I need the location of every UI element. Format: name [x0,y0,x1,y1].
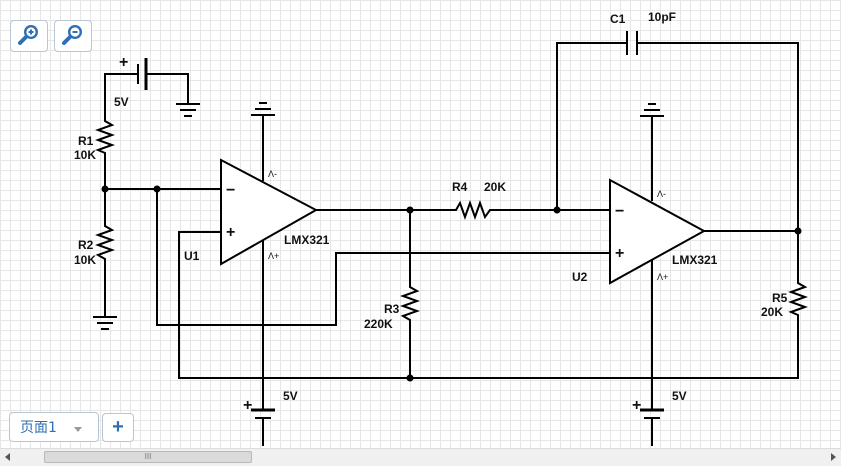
battery-top-voltage: 5V [114,95,129,109]
scroll-right-icon[interactable] [831,453,836,461]
resistor-r3[interactable] [400,283,420,323]
add-page-button[interactable]: + [102,413,134,442]
r2-name: R2 [78,238,94,252]
page-tab-label: 页面1 [20,420,57,436]
r2-value: 10K [74,253,96,267]
junction-u1-minus [153,185,161,193]
u1-part: LMX321 [284,233,330,247]
u2-minus-sign: − [615,203,624,220]
battery-u1[interactable]: + [243,397,275,446]
battery-u2-plus: + [632,397,641,414]
u2-pin-vneg: Λ- [657,189,666,199]
u2-part: LMX321 [672,253,718,267]
u1-name: U1 [184,249,200,263]
chevron-down-icon[interactable] [74,427,82,432]
zoom-out-button[interactable] [54,20,92,52]
zoom-out-icon [61,22,85,51]
scrollbar-thumb[interactable]: III [44,451,252,463]
opamp-u2[interactable]: − + [609,178,707,285]
u1-plus-sign: + [226,224,235,241]
ground-u1 [251,102,275,116]
u2-pin-vpos: Λ+ [657,272,668,282]
u1-pin-vneg: Λ- [268,169,277,179]
u1-pin-vpos: Λ+ [268,251,279,261]
r5-name: R5 [772,291,788,305]
battery-u1-voltage: 5V [283,389,298,403]
opamp-u1[interactable]: − + [220,158,319,266]
r4-name: R4 [452,180,468,194]
battery-top[interactable]: + [104,54,189,118]
r3-name: R3 [384,302,400,316]
resistor-r4[interactable] [452,200,495,220]
page-tab[interactable]: 页面1 [9,412,99,442]
resistor-r5[interactable] [788,279,808,318]
capacitor-c1[interactable] [626,31,638,55]
scrollbar-grip: III [144,452,152,461]
ground-u2 [640,103,664,117]
zoom-in-icon [17,22,41,51]
circuit-schematic[interactable]: + 5V R1 10K R2 10K − + U1 LMX321 Λ- Λ+ [0,0,841,448]
c1-value: 10pF [648,10,676,24]
r5-value: 20K [761,305,783,319]
scroll-left-icon[interactable] [5,453,10,461]
plus-icon: + [112,416,124,438]
ground-r2 [93,316,117,330]
battery-u1-plus: + [243,397,252,414]
horizontal-scrollbar[interactable]: III [0,448,841,466]
u2-plus-sign: + [615,245,624,262]
battery-u2-voltage: 5V [672,389,687,403]
ground-battery-top [176,103,200,117]
resistor-r2[interactable] [95,222,115,262]
zoom-in-button[interactable] [10,20,48,52]
resistor-r1[interactable] [95,118,115,157]
r1-value: 10K [74,148,96,162]
r4-value: 20K [484,180,506,194]
r3-value: 220K [364,317,393,331]
u2-name: U2 [572,270,588,284]
battery-u2[interactable]: + [632,397,664,446]
u1-minus-sign: − [226,182,235,199]
c1-name: C1 [610,12,626,26]
battery-top-plus: + [119,54,128,71]
r1-name: R1 [78,134,94,148]
junction-ground-bus [406,374,414,382]
